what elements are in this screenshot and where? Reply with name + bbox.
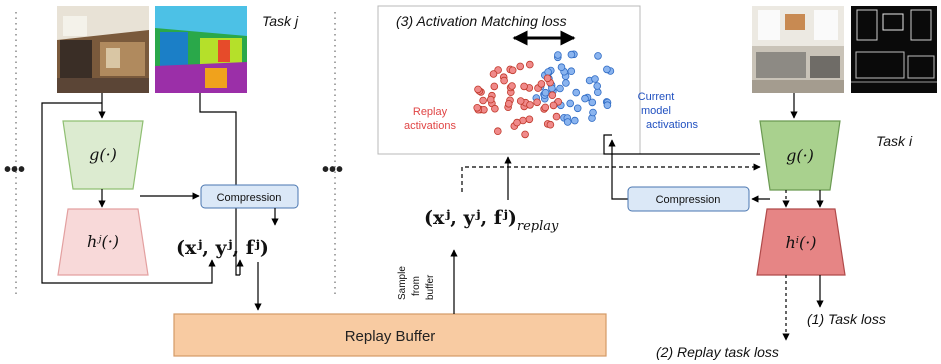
replay-activation-point — [516, 97, 525, 105]
task-i-compression-label: Compression — [656, 194, 721, 206]
replay-activation-point — [474, 85, 482, 94]
task-j-encoder — [62, 120, 144, 190]
task-j-head-label: hʲ(·) — [87, 232, 119, 251]
sample-label-line2: from — [411, 276, 422, 296]
task-loss-label: (1) Task loss — [807, 311, 886, 327]
replay-activation-point — [533, 98, 541, 107]
current-activation-point — [556, 84, 564, 93]
replay-tuple-main: (xʲ, yʲ, fʲ) — [424, 207, 517, 229]
replay-activation-point — [520, 82, 528, 91]
current-activation-point — [581, 94, 589, 103]
replay-activation-point — [552, 112, 561, 121]
current-activation-point — [563, 118, 572, 126]
current-activation-point — [593, 88, 602, 96]
task-i-encoder — [759, 120, 841, 191]
current-activation-point — [594, 52, 602, 60]
current-activations-label-1: Current — [638, 91, 675, 103]
replay-activation-point — [537, 80, 546, 88]
task-i-head-label: hⁱ(·) — [785, 233, 816, 252]
task-j-encoder-label: g(·) — [89, 145, 117, 164]
task-j-segmentation-image — [155, 6, 247, 93]
ellipsis-middle: ••• — [322, 159, 343, 181]
replay-activation-point — [504, 100, 513, 108]
current-activation-point — [573, 104, 582, 113]
activation-title: (3) Activation Matching loss — [396, 13, 567, 29]
line-seg-to-tuple-y — [199, 93, 240, 276]
replay-activation-point — [490, 82, 499, 91]
current-activation-point — [554, 51, 562, 59]
task-j-label: Task j — [262, 13, 299, 29]
line-compression-i-to-activations — [608, 139, 628, 200]
current-activation-point — [591, 75, 599, 83]
replay-activation-point — [546, 120, 555, 129]
current-activations-label-2: model — [641, 105, 671, 117]
replay-activation-point — [500, 76, 508, 85]
task-j-compression-label: Compression — [217, 192, 282, 204]
task-j-compression-box — [200, 184, 299, 209]
task-i-encoder-label: g(·) — [786, 146, 814, 165]
current-activation-point — [570, 116, 579, 125]
current-activation-point — [567, 50, 576, 59]
task-j-rgb-image — [57, 6, 149, 93]
current-activation-point — [603, 65, 611, 74]
replay-activation-point — [508, 82, 516, 90]
replay-activation-point — [473, 104, 482, 112]
current-activation-point — [589, 108, 597, 117]
replay-activation-point — [491, 104, 499, 113]
line-replay-tuple-to-task-i — [461, 163, 761, 192]
replay-buffer — [173, 313, 607, 357]
replay-activation-point — [516, 62, 524, 71]
task-j-tuple: (xʲ, yʲ, fʲ) — [176, 237, 269, 259]
replay-activation-point — [548, 91, 557, 99]
replay-activation-point — [525, 115, 534, 124]
current-activation-point — [572, 88, 580, 97]
replay-activation-point — [525, 60, 534, 69]
replay-tuple-sub: replay — [517, 219, 559, 234]
replay-activation-point — [489, 70, 498, 78]
replay-activation-point — [513, 118, 521, 127]
current-activation-point — [593, 82, 601, 90]
sample-label-line1: Sample — [397, 266, 408, 300]
replay-task-loss-label: (2) Replay task loss — [656, 344, 779, 360]
current-activation-point — [566, 99, 574, 108]
task-i-label: Task i — [876, 133, 913, 149]
task-i-rgb-image — [752, 6, 844, 93]
current-activation-point — [541, 88, 550, 97]
sample-label-line3: buffer — [425, 274, 436, 300]
ellipsis-left: ••• — [4, 159, 25, 181]
current-activation-point — [562, 79, 570, 87]
current-activation-point — [603, 101, 612, 109]
task-i-edge-image — [851, 6, 937, 93]
replay-activation-point — [493, 127, 502, 135]
line-input-to-tuple-x — [41, 102, 216, 284]
current-activation-point — [567, 67, 576, 75]
replay-activations-label-1: Replay — [413, 106, 448, 118]
task-i-compression-box — [627, 186, 750, 212]
current-activations-label-3: activations — [646, 119, 698, 131]
replay-activation-point — [541, 103, 550, 112]
replay-activation-point — [521, 130, 529, 139]
replay-activation-point — [486, 95, 495, 104]
activation-scatter — [473, 50, 615, 139]
line-encoder-i-to-activations — [603, 134, 760, 155]
replay-activation-point — [508, 66, 517, 75]
current-activation-point — [544, 68, 552, 76]
task-i-head — [756, 208, 846, 276]
replay-activation-point — [543, 74, 552, 83]
task-j-head — [57, 208, 149, 276]
current-activation-point — [557, 63, 566, 71]
replay-tuple: (xʲ, yʲ, fʲ)replay — [424, 207, 559, 234]
replay-activation-point — [549, 101, 558, 110]
replay-activation-point — [479, 96, 487, 105]
replay-buffer-label: Replay Buffer — [345, 328, 436, 345]
current-activation-point — [588, 98, 597, 107]
replay-activations-label-2: activations — [404, 120, 456, 132]
replay-activation-point — [526, 101, 534, 109]
